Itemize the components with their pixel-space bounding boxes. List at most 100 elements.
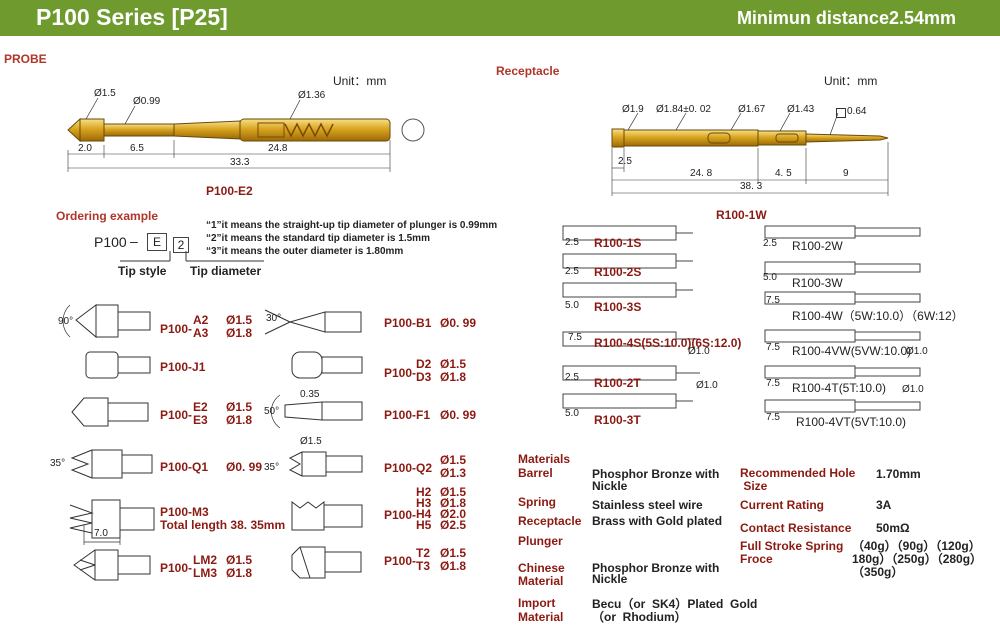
material-spring-value: Stainless steel wire [592,498,703,512]
variant-right-dim: 7.5 [766,378,780,389]
tip-q2-angle: 35° [264,462,280,473]
probe-d1: Ø1.5 [94,88,116,99]
probe-d2: Ø0.99 [133,96,161,107]
receptacle-square-icon [836,108,846,118]
variant-right-name: R100-4VT(5VT:10.0) [796,415,907,429]
material-barrel-value: Phosphor Bronze with Nickle [592,467,720,493]
tip-m3-length: Total length 38. 35mm [160,518,286,532]
ordering-tip-style: Tip style [118,264,167,278]
tip-h-codes: H2 H3 H4 H5 [416,485,432,532]
tip-a-values: Ø1.5 Ø1.8 [226,313,253,340]
material-spring-label: Spring [518,495,556,509]
receptacle-len-total: 38. 3 [740,181,763,192]
variant-left-dim: 5.0 [565,408,579,419]
variant-right-name: R100-4W（5W:10.0）（6W:12） [792,309,964,323]
tip-e-values: Ø1.5 Ø1.8 [226,400,253,427]
receptacle-model: R100-1W [716,208,767,222]
variant-right-dim: 7.5 [766,412,780,423]
ordering-title: Ordering example [56,209,159,223]
spec-hole-label: Recommended Hole Size [740,466,856,493]
probe-plunger [103,123,175,137]
material-import-label: Import Material [518,596,564,624]
tip-t-values: Ø1.5 Ø1.8 [440,546,467,573]
variant-left-dim: 2.5 [565,237,579,248]
variant-right-dim: 7.5 [766,295,780,306]
material-barrel-label: Barrel [518,466,553,480]
receptacle-variants-left [562,225,700,409]
tip-e-prefix: P100- [160,408,193,422]
probe-spring [284,122,334,138]
tip-f-dim: 0.35 [300,389,320,400]
spec-force-value: （40g）（90g）（120g） 180g）（250g）（280g） （350g… [852,539,983,579]
receptacle-variants-right [764,225,921,413]
variant-left-name: R100-3T [594,413,641,427]
min-distance-label: Minimun distance2.54mm [736,8,956,28]
variant-left-name: R100-2T [594,376,641,390]
ordering-prefix: P100 [94,234,127,250]
tip-h-values: Ø1.5 Ø1.8 Ø2.0 Ø2.5 [440,485,467,532]
spec-rating-label: Current Rating [740,498,824,512]
variant-left-extra: Ø1.0 [688,346,710,357]
tip-q1-angle: 35° [50,458,66,469]
ordering-tip-diameter: Tip diameter [190,264,262,278]
ordering-note-2: “2”it means the standard tip diameter is… [206,233,430,244]
variant-left-dim: 2.5 [565,266,579,277]
receptacle-section-title: Receptacle [496,64,560,78]
material-receptacle-label: Receptacle [518,514,582,528]
variant-right-extra: Ø1.0 [906,346,928,357]
receptacle-len2: 24. 8 [690,168,713,179]
material-chinese-label: Chinese Material [518,561,565,588]
probe-barrel [239,118,391,142]
tip-a-codes: A2 A3 [193,313,209,340]
variant-right-dim: 7.5 [766,342,780,353]
probe-unit: Unit：mm [333,74,387,88]
header-bar: P100 Series [P25] Minimun distance2.54mm [0,0,1000,36]
probe-len3: 24.8 [268,143,288,154]
variant-left-dim: 2.5 [565,372,579,383]
tip-lm-values: Ø1.5 Ø1.8 [226,553,253,580]
variant-left-dim: 7.5 [568,332,582,343]
variant-right-name: R100-4T(5T:10.0) [792,381,887,395]
receptacle-len1: 2.5 [618,156,632,167]
tip-lm-codes: LM2 LM3 [193,553,217,580]
tip-m3-model: P100-M3 [160,505,209,519]
probe-len-total: 33.3 [230,157,250,168]
ordering-dash: – [130,233,138,249]
tip-q2-model: P100-Q2 [384,461,433,475]
material-chinese-value: Phosphor Bronze with Nickle [592,561,720,586]
variant-left-name: R100-1S [594,236,642,250]
tip-t-codes: T2 T3 [416,546,431,573]
variant-right-dim: 5.0 [763,272,777,283]
probe-head [79,118,105,142]
tip-q2-values: Ø1.5 Ø1.3 [440,453,467,480]
page-title: P100 Series [P25] [36,4,228,30]
probe-section-title: PROBE [4,52,47,66]
tip-f1-value: Ø0. 99 [440,408,477,422]
receptacle-d4: Ø1.43 [787,104,815,115]
probe-drawing [67,97,425,172]
variant-right-name: R100-3W [792,276,843,290]
receptacle-d1: Ø1.9 [622,104,644,115]
tip-e-codes: E2 E3 [193,400,208,427]
receptacle-len3: 4. 5 [775,168,792,179]
tip-d-codes: D2 D3 [416,357,432,384]
variant-right-dim: 2.5 [763,238,777,249]
spec-rating-value: 3A [876,498,892,512]
tip-lm-prefix: P100- [160,561,193,575]
ordering-note-1: “1”it means the straight-up tip diameter… [206,220,498,231]
tip-a-prefix: P100- [160,322,193,336]
receptacle-d5: 0.64 [847,106,867,117]
materials-title: Materials [518,452,571,466]
receptacle-drawing [611,112,889,196]
receptacle-d2: Ø1.84±0. 02 [656,104,711,115]
tip-q1-value: Ø0. 99 [226,460,263,474]
material-import-value: Becu（or SK4）Plated Gold （or Rhodium） [592,597,758,624]
variant-left-dim: 5.0 [565,300,579,311]
tip-b-value: Ø0. 99 [440,316,477,330]
tip-h-prefix: P100- [384,508,417,522]
variant-left-name: R100-2S [594,265,642,279]
variant-right-name: R100-2W [792,239,843,253]
probe-d3: Ø1.36 [298,90,326,101]
tip-shapes [62,304,363,581]
